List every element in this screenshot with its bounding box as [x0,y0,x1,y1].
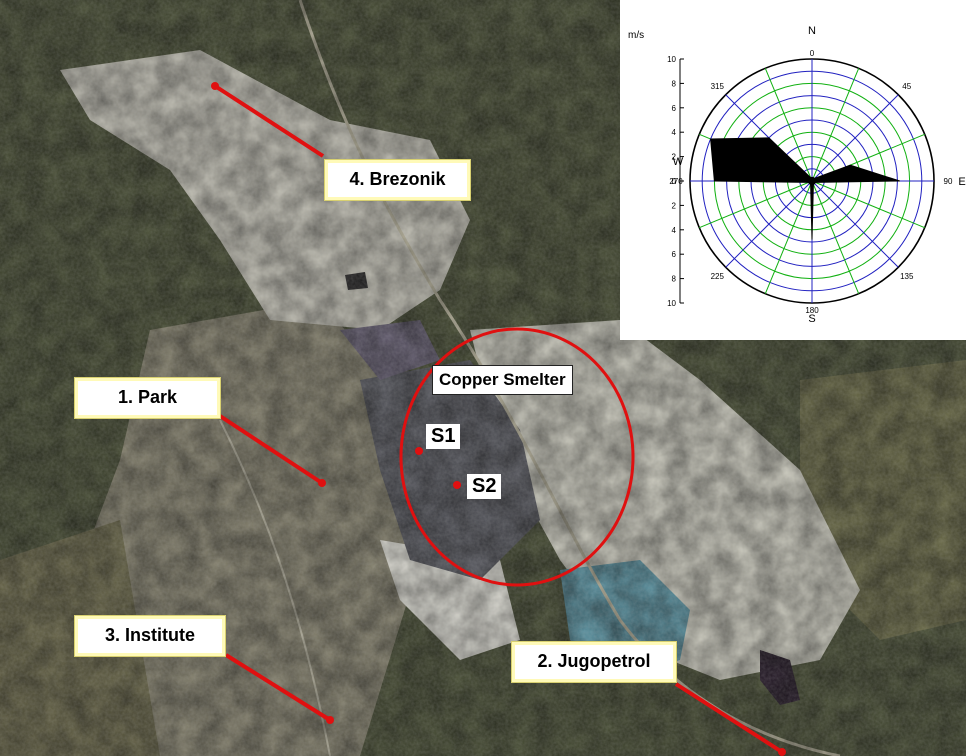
station-label-jugopetrol: 2. Jugopetrol [511,641,677,683]
rose-scale-tick-label: 8 [672,275,677,284]
brezonik-dot [211,82,219,90]
rose-unit-label: m/s [628,30,644,41]
rose-scale-tick-label: 8 [672,79,677,88]
compass-south-label: S [808,313,815,325]
rose-scale-tick-label: 4 [672,226,677,235]
smelter-ring [399,327,635,587]
station-label-institute: 3. Institute [74,615,226,657]
rose-angle-label: 45 [902,82,911,91]
jugopetrol-dot [778,748,786,756]
park-pointer [218,414,324,485]
source-label-s1: S1 [426,424,461,449]
station-label-park: 1. Park [74,377,221,419]
compass-west-label: W [673,156,684,168]
rose-spoke [811,94,899,182]
park-dot [318,479,326,487]
rose-spoke [811,180,925,229]
jugopetrol-pointer [674,682,784,754]
rose-spoke [811,180,860,294]
rose-angle-label: 135 [900,272,914,281]
rose-scale-tick-label: 4 [672,128,677,137]
rose-scale-tick-label: 2 [672,153,677,162]
source-s2-dot [453,481,461,489]
compass-east-label: E [958,176,965,188]
rose-angle-label: 90 [944,177,953,186]
rose-angle-label: 0 [810,49,815,58]
rose-spoke [725,180,813,268]
rose-spoke [764,180,813,294]
compass-north-label: N [808,25,816,37]
source-s1-dot [415,447,423,455]
source-label-s2: S2 [467,474,502,499]
smelter-label: Copper Smelter [432,365,573,395]
rose-angle-label: 315 [711,82,725,91]
station-label-brezonik: 4. Brezonik [324,159,471,201]
rose-angle-label: 225 [711,272,725,281]
rose-angle-label: 270 [669,177,683,186]
rose-spoke [764,68,813,182]
wind-rose-panel: 10 8 6 4 2 0 2 4 6 8 10 m/s 0 45 90 135 180 225 270 315 N S E… [620,0,966,340]
rose-spoke [699,180,813,229]
rose-scale-tick-label: 2 [672,201,677,210]
rose-spoke [811,68,860,182]
brezonik-pointer [213,84,325,158]
institute-pointer [224,653,332,722]
rose-scale-tick-label: 6 [672,250,677,259]
rose-scale-tick-label: 10 [667,55,676,64]
rose-scale-tick-label: 6 [672,104,677,113]
rose-scale-tick-label: 0 [672,177,677,186]
institute-dot [326,716,334,724]
wind-speed-area [710,137,900,240]
wind-rose-chart: 10 8 6 4 2 0 2 4 6 8 10 m/s 0 45 90 135 180 225 270 315 N S E… [628,25,966,325]
rose-spoke [811,180,899,268]
rose-angle-label: 180 [805,306,819,315]
rose-scale-tick-label: 10 [667,299,676,308]
